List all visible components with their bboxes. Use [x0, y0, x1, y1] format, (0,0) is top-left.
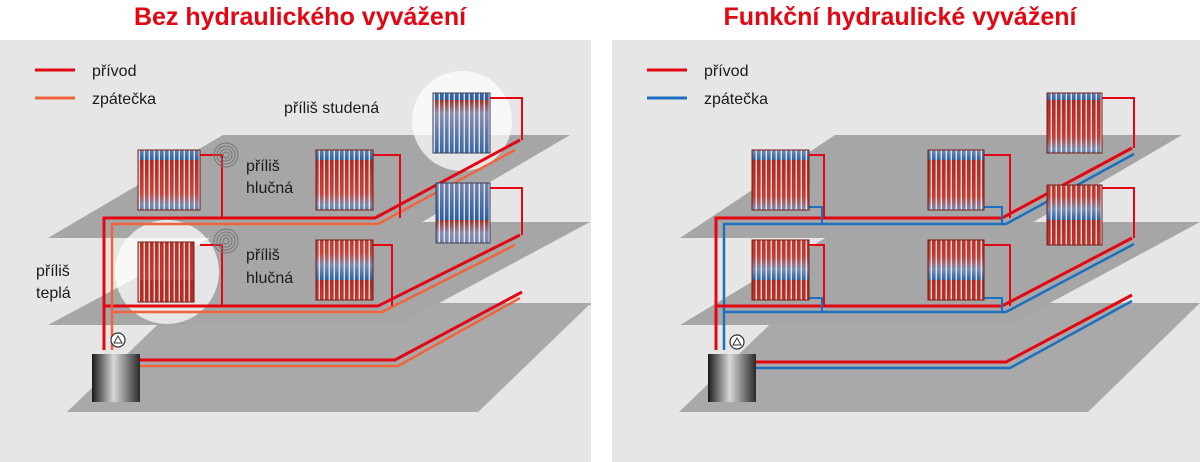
- pipe-branch-r5: [1102, 97, 1135, 148]
- label-too-noisy-upper-2: hlučná: [246, 180, 293, 197]
- pipe-branch-r1: [200, 154, 223, 218]
- noise-icon-upper: [213, 142, 239, 168]
- pipe-supply-riser: [714, 146, 1133, 350]
- pipe-return-floor1: [112, 243, 516, 314]
- pipe-return-main: [118, 296, 521, 368]
- radiator-floor3-right: [1046, 92, 1103, 154]
- legend-return-label: zpátečka: [92, 91, 156, 108]
- legend-supply-label: přívod: [92, 63, 136, 80]
- radiator-floor2-left: [137, 149, 201, 211]
- pipe-branch-r6: [490, 187, 523, 235]
- radiator-floor2-mid: [315, 149, 374, 211]
- pipe-supply-riser: [102, 138, 521, 350]
- pipe-branch-r2: [984, 154, 1011, 218]
- floor-ground: [679, 303, 1200, 412]
- radiator-floor1-mid: [927, 239, 985, 301]
- diagram-balanced: přívod zpátečka: [612, 40, 1200, 462]
- boiler: [708, 354, 756, 402]
- pipe-branch-r5: [490, 97, 523, 140]
- label-too-noisy-lower-2: hlučná: [246, 270, 293, 287]
- pump-arrow: [113, 334, 123, 344]
- pipe-branch-r6: [1102, 187, 1135, 238]
- pipe-branch-r1: [809, 154, 825, 218]
- legend-return-label: zpátečka: [704, 91, 768, 108]
- pump-arrow: [732, 336, 742, 346]
- radiator-floor3-right: [432, 92, 491, 154]
- pipe-branch-r3: [809, 244, 825, 306]
- pipe-branch-r4: [984, 244, 1011, 306]
- label-too-noisy-lower-1: příliš: [246, 247, 280, 264]
- pipe-branch-r4-return: [984, 297, 1003, 312]
- pipe-supply-main: [118, 290, 523, 362]
- radiator-floor2-mid: [927, 149, 985, 211]
- diagram-unbalanced-svg: přívod zpátečka příliš studená příliš hl…: [35, 63, 591, 412]
- title-balanced: Funkční hydraulické vyvážení: [723, 3, 1077, 31]
- legend-supply-label: přívod: [704, 63, 748, 80]
- pipe-branch-r2: [373, 154, 401, 218]
- pipe-supply-main: [732, 293, 1133, 364]
- pipe-supply-floor1: [104, 233, 521, 308]
- radiator-floor2-left: [751, 149, 810, 211]
- pipe-branch-r3: [373, 244, 393, 306]
- pipe-return-floor1: [724, 242, 1135, 314]
- label-too-warm-2: teplá: [36, 285, 71, 302]
- label-too-cold: příliš studená: [284, 100, 379, 117]
- pipe-branch-r2-return: [984, 206, 1003, 224]
- diagram-unbalanced: přívod zpátečka příliš studená příliš hl…: [0, 40, 591, 462]
- pipe-branch-r3-return: [809, 297, 823, 312]
- pipe-branch-r1-return: [809, 206, 823, 224]
- noise-icon-lower: [213, 228, 239, 254]
- title-unbalanced: Bez hydraulického vyvážení: [133, 3, 467, 31]
- diagram-balanced-svg: přívod zpátečka: [647, 63, 1200, 412]
- label-too-noisy-upper-1: příliš: [246, 158, 280, 175]
- radiator-floor1-left: [137, 241, 195, 303]
- pipe-return-main: [732, 299, 1133, 370]
- radiator-floor2-right: [435, 182, 491, 244]
- label-too-warm-1: příliš: [36, 263, 70, 280]
- radiator-floor1-left: [751, 239, 810, 301]
- boiler: [92, 354, 140, 402]
- radiator-floor2-right: [1046, 184, 1103, 246]
- radiator-floor1-mid: [315, 239, 374, 301]
